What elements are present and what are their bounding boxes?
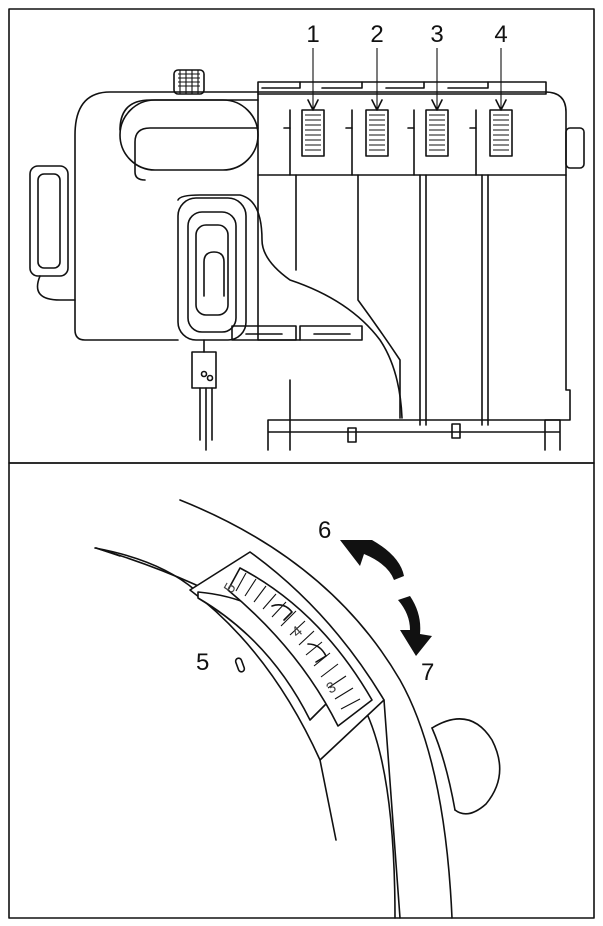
presser-foot	[231, 325, 363, 341]
index-mark	[234, 657, 246, 673]
thread-tube	[119, 99, 259, 181]
looper-cover	[177, 194, 403, 419]
handwheel	[431, 718, 501, 815]
tension-label-3: 3	[430, 21, 443, 48]
tension-cover-top	[257, 81, 547, 95]
side-knob	[565, 127, 585, 169]
bottom-panel: 5 4 3 6 7 5	[8, 462, 595, 919]
needle-area	[177, 197, 247, 451]
label-leaders	[307, 48, 507, 111]
thread-rods	[295, 174, 489, 426]
decrease-arrow-icon	[398, 596, 432, 656]
tension-label-2: 2	[370, 21, 383, 48]
tension-dials-top	[257, 109, 567, 176]
needle-clamp	[191, 351, 217, 389]
tension-label-4: 4	[494, 21, 507, 48]
housing-outer-curve	[179, 499, 453, 919]
top-thread-guides	[261, 81, 489, 89]
top-panel: 1 2 3 4	[8, 8, 595, 464]
housing-lip	[94, 547, 196, 591]
dial-knurl-lines	[235, 572, 361, 710]
callout-7-decrease: 7	[421, 659, 434, 686]
needles	[199, 387, 213, 451]
machine-body	[74, 91, 571, 451]
arm-loop	[119, 99, 259, 171]
bottom-panel-frame	[8, 462, 595, 919]
tension-dial	[197, 567, 373, 727]
tension-panel	[257, 93, 301, 341]
machine-bed	[267, 379, 561, 451]
side-handle	[29, 165, 69, 277]
increase-arrow-icon	[340, 540, 404, 580]
tension-label-1: 1	[306, 21, 319, 48]
top-panel-frame	[8, 8, 595, 464]
pressure-knob-icon	[173, 69, 205, 95]
callout-6-increase: 6	[318, 517, 331, 544]
callout-5-mark: 5	[196, 649, 209, 676]
